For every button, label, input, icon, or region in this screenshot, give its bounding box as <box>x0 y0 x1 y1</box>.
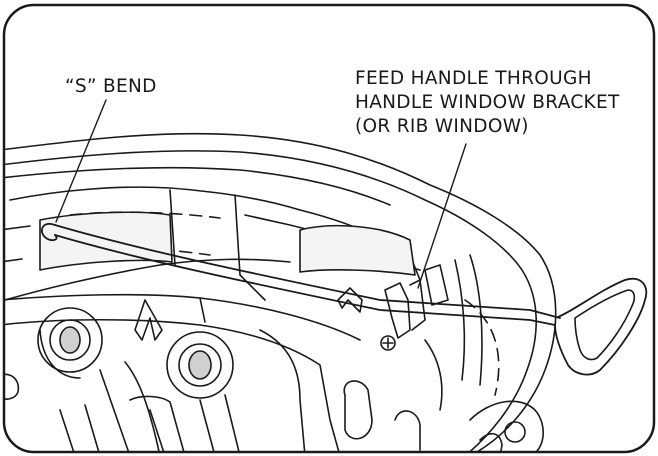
lower-frame-edge <box>4 318 341 452</box>
left-hub-outer <box>37 307 103 373</box>
right-channel-wall-2 <box>469 254 483 386</box>
inner-cavity <box>424 339 443 411</box>
rib-window <box>424 264 449 306</box>
handle-rod-top <box>54 224 561 319</box>
left-hub-ring <box>49 319 91 361</box>
left-hub-hole <box>59 326 81 354</box>
upper-tray-wall-2 <box>234 194 266 301</box>
handle-rod-bottom <box>54 234 556 326</box>
s-bend-leader <box>55 99 107 223</box>
lower-clip-right <box>394 410 421 451</box>
locking-tab <box>134 299 163 341</box>
lower-tube-mid <box>129 395 186 452</box>
feed-handle-label-line3: (OR RIB WINDOW) <box>355 116 529 137</box>
lower-tube-right <box>199 399 216 452</box>
housing-inner-rim <box>4 150 537 452</box>
lower-tube-left-2 <box>124 361 161 452</box>
feed-handle-label-line2: HANDLE WINDOW BRACKET <box>355 92 620 113</box>
bracket-clip <box>337 287 363 313</box>
lower-frame-inner <box>259 329 306 452</box>
center-hub-hole <box>188 350 212 380</box>
lower-right-slot <box>479 432 503 452</box>
bracket-screw-head <box>382 337 394 349</box>
lower-frame-lip <box>199 297 206 323</box>
upper-tray-wall <box>169 189 176 266</box>
right-channel-wall <box>454 259 466 381</box>
center-hub-ring <box>178 343 222 387</box>
rib-block-left <box>39 211 173 271</box>
rib-block-center <box>299 224 416 276</box>
feed-handle-label-line1: FEED HANDLE THROUGH <box>355 68 592 89</box>
handle-grip-outer <box>554 277 648 376</box>
left-hub-boss <box>39 329 81 379</box>
lower-tube-mid-2 <box>149 409 166 452</box>
feed-handle-leader <box>417 143 467 289</box>
lower-clip-left <box>343 380 373 440</box>
bracket-screw <box>380 335 396 351</box>
lower-tube-far <box>59 409 76 452</box>
left-edge-line <box>4 225 31 263</box>
lower-tube-left <box>99 369 131 452</box>
upper-tray-top <box>9 186 301 211</box>
lower-tube-far-2 <box>84 404 101 452</box>
left-edge-bump <box>4 373 20 400</box>
housing-rim-lower <box>4 166 391 206</box>
s-bend-curl <box>41 222 58 242</box>
s-bend-label: “S” BEND <box>65 76 157 97</box>
lower-right-bolt <box>504 421 526 443</box>
lower-tube-right-2 <box>224 394 241 452</box>
handle-grip-inner <box>574 289 636 361</box>
lower-right-arm <box>469 400 544 452</box>
housing-outer-rim <box>4 132 557 452</box>
window-bracket-face <box>409 279 426 331</box>
upper-tray-bottom <box>4 258 291 301</box>
feed-handle-label: FEED HANDLE THROUGH HANDLE WINDOW BRACKE… <box>355 67 620 139</box>
center-hub-outer <box>166 331 234 399</box>
